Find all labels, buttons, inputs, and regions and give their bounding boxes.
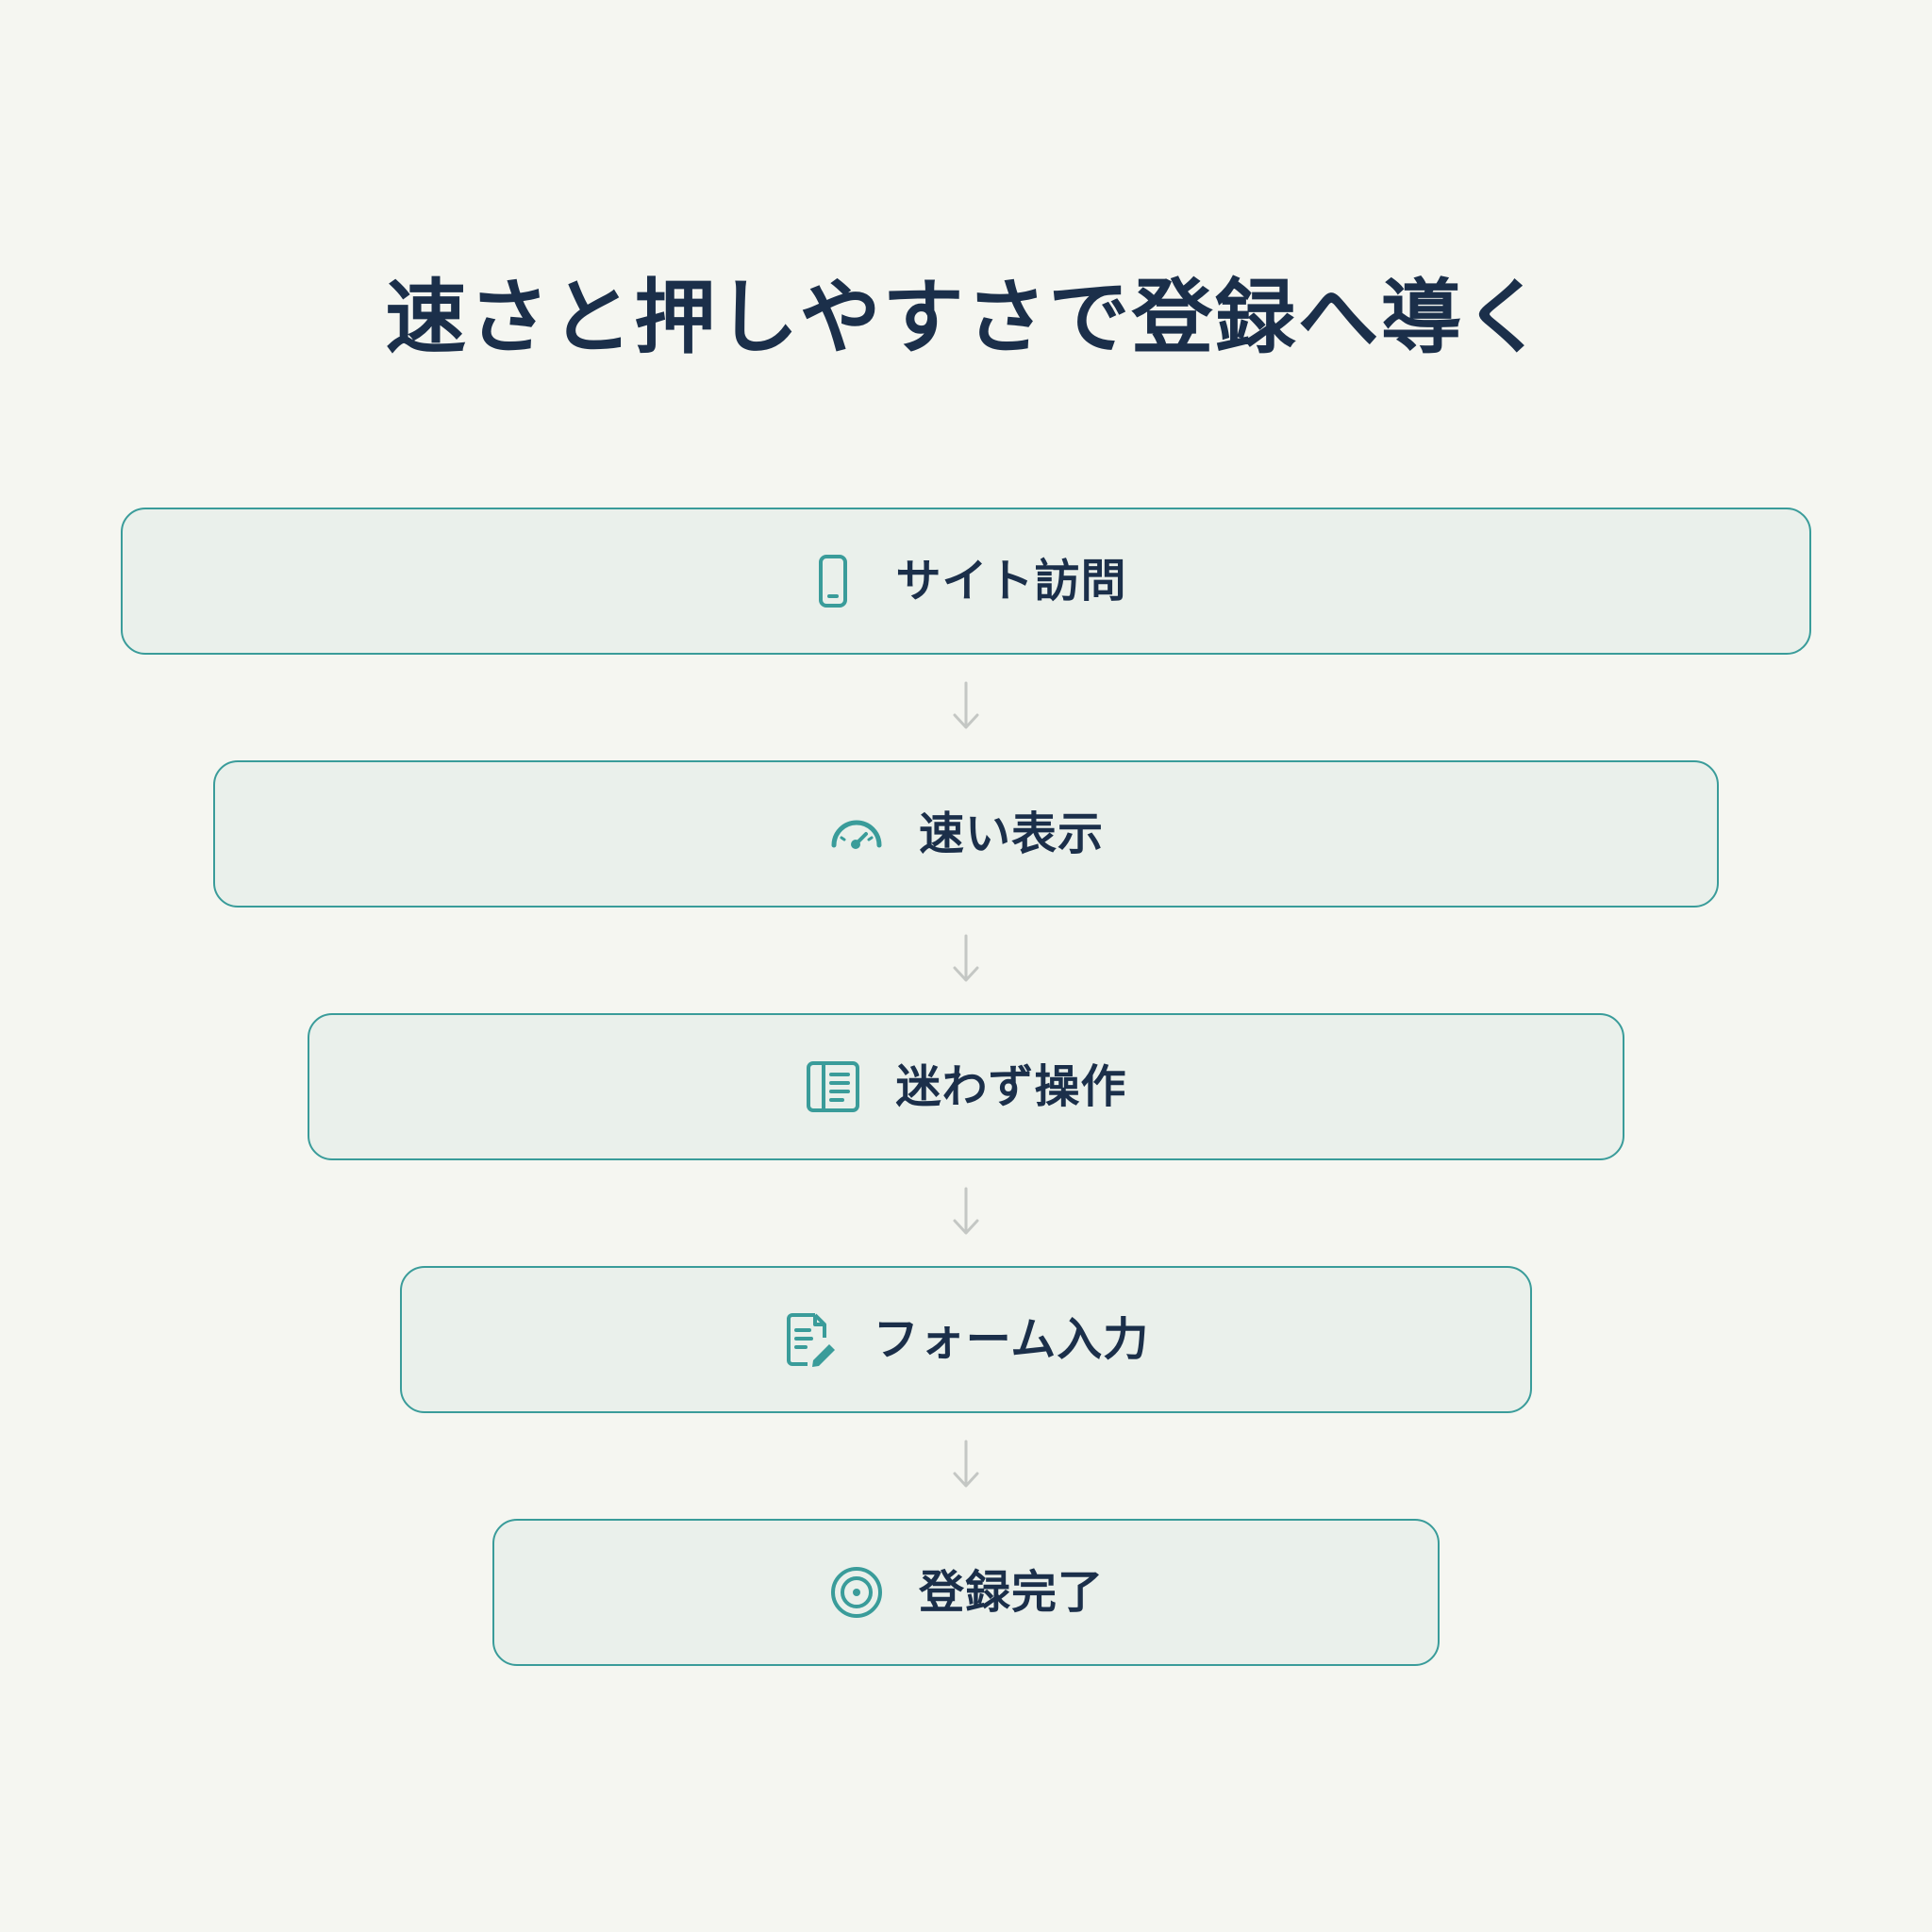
step-label: サイト訪問 xyxy=(895,555,1127,608)
step-label: フォーム入力 xyxy=(873,1313,1150,1366)
step-label: 速い表示 xyxy=(918,808,1104,860)
list-panel-icon xyxy=(805,1058,861,1115)
diagram-title: 速さと押しやすさで登録へ導く xyxy=(385,271,1547,365)
target-icon xyxy=(828,1564,885,1621)
step-registration-complete: 登録完了 xyxy=(492,1519,1440,1666)
down-arrow-icon xyxy=(942,930,990,987)
form-edit-icon xyxy=(783,1311,840,1368)
down-arrow-icon xyxy=(942,1183,990,1240)
step-easy-operation: 迷わず操作 xyxy=(308,1013,1624,1160)
speedometer-icon xyxy=(828,806,885,862)
step-form-input: フォーム入力 xyxy=(400,1266,1532,1413)
step-label: 迷わず操作 xyxy=(895,1060,1127,1113)
down-arrow-icon xyxy=(942,677,990,734)
step-label: 登録完了 xyxy=(918,1566,1104,1619)
step-site-visit: サイト訪問 xyxy=(121,508,1811,655)
down-arrow-icon xyxy=(942,1436,990,1492)
smartphone-icon xyxy=(805,553,861,609)
step-fast-display: 速い表示 xyxy=(213,760,1719,908)
